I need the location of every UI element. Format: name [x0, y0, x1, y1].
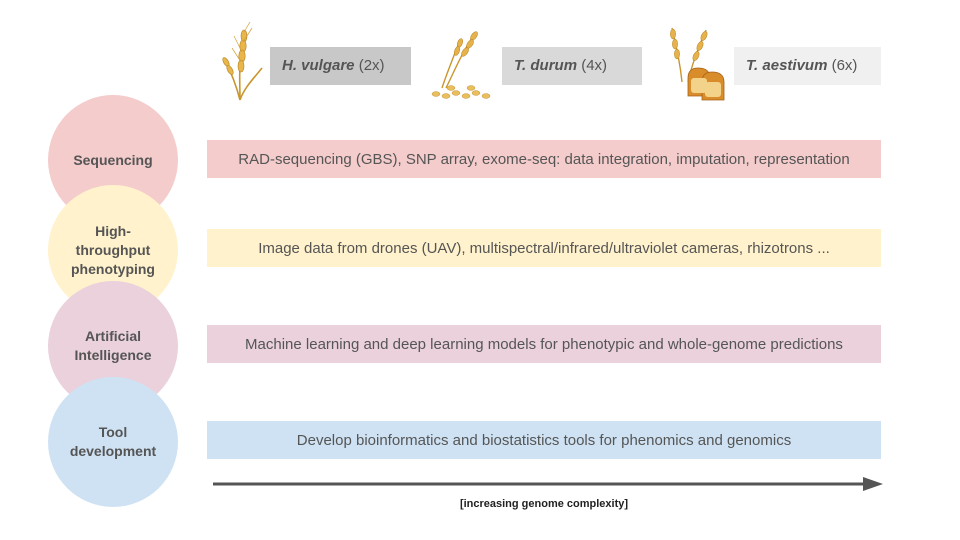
category-label: Artificial Intelligence: [74, 328, 152, 363]
category-label: Sequencing: [73, 151, 153, 168]
category-label: High- throughput phenotyping: [71, 222, 155, 277]
category-circle-phenotyping: High- throughput phenotyping: [48, 185, 178, 315]
bread-wheat-icon: [670, 27, 725, 101]
category-label: Tool development: [69, 424, 157, 459]
band-tools: Develop bioinformatics and biostatistics…: [207, 421, 881, 459]
band-ai: Machine learning and deep learning model…: [207, 325, 881, 363]
band-sequencing: RAD-sequencing (GBS), SNP array, exome-s…: [207, 140, 881, 178]
genome-complexity-arrow: [213, 477, 883, 491]
species-label-aestivum: T. aestivum (6x): [734, 47, 881, 85]
band-text: RAD-sequencing (GBS), SNP array, exome-s…: [238, 150, 850, 168]
species-ploidy: (4x): [581, 57, 608, 74]
band-text: Image data from drones (UAV), multispect…: [258, 239, 830, 257]
species-label-barley: H. vulgare (2x): [270, 47, 411, 85]
species-ploidy: (2x): [358, 57, 385, 74]
barley-spike-icon: [222, 22, 263, 101]
category-circle-tools: Tool development: [48, 377, 178, 507]
species-name: T. durum: [514, 57, 578, 74]
band-text: Machine learning and deep learning model…: [245, 335, 843, 353]
species-label-durum: T. durum (4x): [502, 47, 642, 85]
species-ploidy: (6x): [831, 57, 858, 74]
axis-label: [increasing genome complexity]: [459, 498, 629, 510]
band-text: Develop bioinformatics and biostatistics…: [296, 431, 792, 449]
species-name: H. vulgare: [282, 57, 355, 74]
band-phenotyping: Image data from drones (UAV), multispect…: [207, 229, 881, 267]
species-name: T. aestivum: [746, 57, 828, 74]
durum-wheat-grain-icon: [431, 31, 491, 99]
